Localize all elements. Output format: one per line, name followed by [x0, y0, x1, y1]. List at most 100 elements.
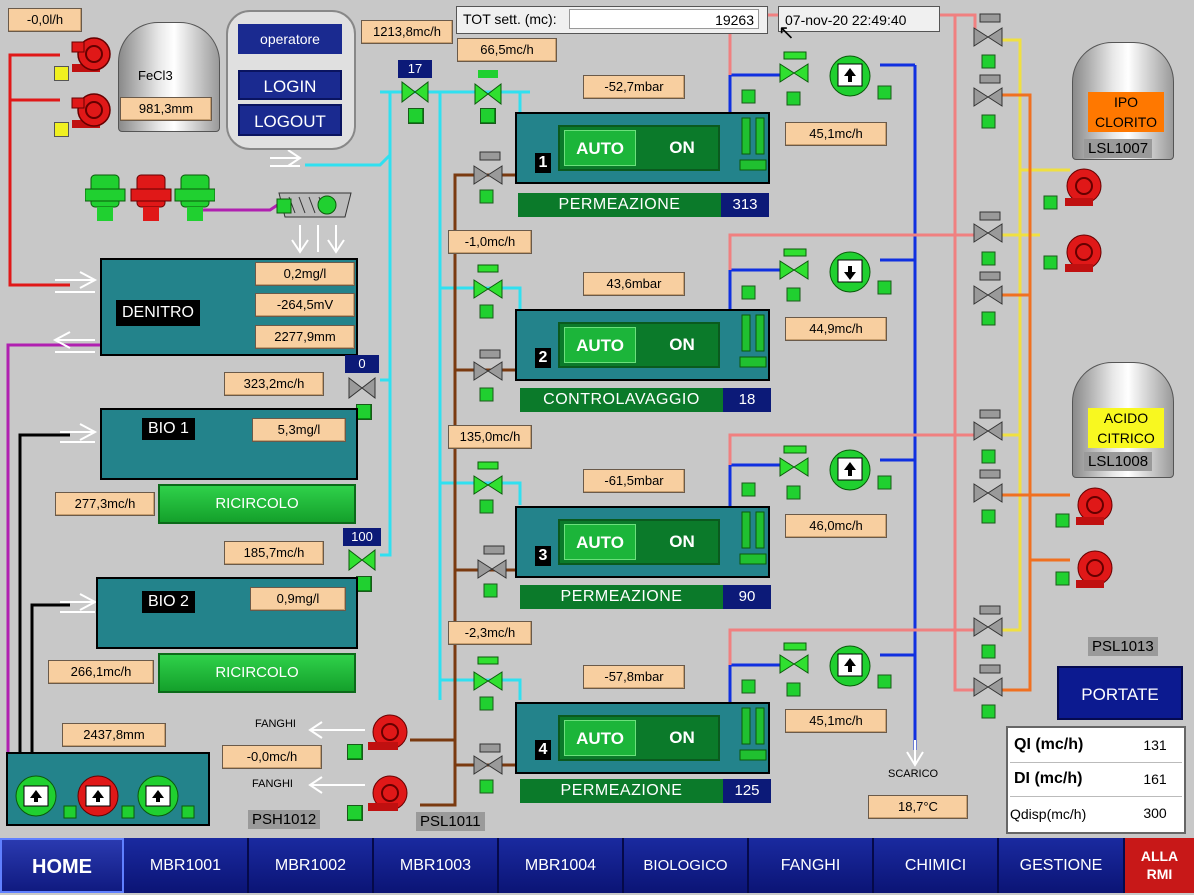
- mbr4-auto-button[interactable]: AUTO: [564, 720, 636, 756]
- bio1-value: 5,3mg/l: [252, 418, 346, 442]
- valve-main-percent: 17: [398, 60, 432, 78]
- mbr2-counter: 18: [723, 388, 771, 412]
- mbr3-pressure: -61,5mbar: [583, 469, 685, 493]
- denitro-value-3: 2277,9mm: [255, 325, 355, 349]
- alarm-label-line1: ALLA: [1140, 848, 1179, 864]
- denitro-valve-icon[interactable]: [347, 376, 377, 400]
- nav-mbr1003[interactable]: MBR1003: [374, 838, 499, 893]
- ipoclorito-label: IPO CLORITO: [1088, 92, 1164, 132]
- sludge-label-2: FANGHI: [252, 778, 293, 790]
- bio2-value: 0,9mg/l: [250, 587, 346, 611]
- mbr1-permeate-flow: 45,1mc/h: [785, 122, 887, 146]
- mbr1-on-state[interactable]: ON: [669, 138, 695, 157]
- nav-home[interactable]: HOME: [0, 838, 124, 893]
- fecl3-pump-1-status: [54, 66, 69, 81]
- sludge-pump-1-status: [347, 744, 363, 760]
- lsl1007-tag: LSL1007: [1084, 139, 1153, 158]
- fecl3-pump-2-status: [54, 122, 69, 137]
- qi-value: 131: [1143, 737, 1167, 753]
- mouse-cursor-icon: ↖: [778, 22, 795, 44]
- total-volume-panel: TOT sett. (mc): 19263: [456, 6, 768, 34]
- sludge-flow: -0,0mc/h: [222, 745, 322, 769]
- dosing-pumps-icon: [85, 165, 215, 225]
- valve-main-status: [408, 108, 424, 124]
- sludge-label-1: FANGHI: [255, 718, 296, 730]
- ipoclorito-label-line2: CLORITO: [1095, 114, 1157, 130]
- bio2-title: BIO 2: [142, 591, 195, 613]
- mbr4-pressure: -57,8mbar: [583, 665, 685, 689]
- sludge-pump-1-icon[interactable]: [366, 712, 412, 752]
- bio1-recirculation-button[interactable]: RICIRCOLO: [158, 484, 356, 524]
- fecl3-tank-label: FeCl3: [138, 68, 173, 83]
- mbr2-pressure: 43,6mbar: [583, 272, 685, 296]
- valve-inlet-status: [480, 108, 496, 124]
- mbr3-module[interactable]: [515, 506, 770, 578]
- nav-chimici[interactable]: CHIMICI: [874, 838, 999, 893]
- datetime-display: 07-nov-20 22:49:40: [778, 6, 940, 32]
- denitro-value-2: -264,5mV: [255, 293, 355, 317]
- mbr2-phase: CONTROLAVAGGIO: [520, 388, 723, 412]
- mbr2-permeate-flow: 44,9mc/h: [785, 317, 887, 341]
- nav-fanghi[interactable]: FANGHI: [749, 838, 874, 893]
- mbr3-backwash-flow: -2,3mc/h: [448, 621, 532, 645]
- valve-inlet-icon[interactable]: [473, 70, 503, 106]
- total-volume-value: 19263: [569, 9, 759, 29]
- acido-citrico-label: ACIDO CITRICO: [1088, 408, 1164, 448]
- bio1-line-flow: 185,7mc/h: [224, 541, 324, 565]
- logout-button[interactable]: LOGOUT: [238, 104, 342, 136]
- mbr2-on-state[interactable]: ON: [669, 335, 695, 354]
- bio2-flow: 266,1mc/h: [48, 660, 154, 684]
- mbr4-number: 4: [535, 740, 551, 760]
- denitro-flow: 323,2mc/h: [224, 372, 324, 396]
- ipoclorito-label-line1: IPO: [1113, 94, 1139, 110]
- qi-label: QI (mc/h): [1014, 736, 1084, 753]
- alarm-button[interactable]: ALLA RMI: [1125, 838, 1194, 893]
- di-label: DI (mc/h): [1014, 770, 1083, 787]
- fecl3-flow: -0,0l/h: [8, 8, 82, 32]
- mbr2-number: 2: [535, 348, 551, 368]
- denitro-value-1: 0,2mg/l: [255, 262, 355, 286]
- valve-main-icon[interactable]: [400, 80, 430, 104]
- portate-button[interactable]: PORTATE: [1057, 666, 1183, 720]
- mbr3-counter: 90: [723, 585, 771, 609]
- sludge-pump-2-icon[interactable]: [366, 773, 412, 813]
- pit-level: 2437,8mm: [62, 723, 166, 747]
- mbr3-auto-button[interactable]: AUTO: [564, 524, 636, 560]
- psl1013-tag: PSL1013: [1088, 637, 1158, 656]
- mbr1-number: 1: [535, 153, 551, 173]
- mbr4-phase: PERMEAZIONE: [520, 779, 723, 803]
- screw-screen-icon[interactable]: [275, 185, 355, 225]
- total-volume-label: TOT sett. (mc):: [463, 11, 557, 27]
- nav-mbr1002[interactable]: MBR1002: [249, 838, 374, 893]
- mbr4-counter: 125: [723, 779, 771, 803]
- mbr1-module[interactable]: [515, 112, 770, 184]
- acido-citrico-label-line1: ACIDO: [1103, 410, 1149, 426]
- pit-pumps-icon[interactable]: [12, 770, 202, 822]
- nav-mbr1001[interactable]: MBR1001: [124, 838, 249, 893]
- nav-gestione[interactable]: GESTIONE: [999, 838, 1125, 893]
- fecl3-pump-1-icon[interactable]: [68, 36, 116, 74]
- psl1011-tag: PSL1011: [416, 812, 485, 831]
- mbr4-on-state[interactable]: ON: [669, 728, 695, 747]
- lsl1008-tag: LSL1008: [1084, 452, 1153, 471]
- nav-mbr1004[interactable]: MBR1004: [499, 838, 624, 893]
- flow-summary-table: QI (mc/h) 131 DI (mc/h) 161 Qdisp(mc/h) …: [1006, 726, 1186, 834]
- login-button[interactable]: LOGIN: [238, 70, 342, 100]
- mbr2-backwash-flow: 135,0mc/h: [448, 425, 532, 449]
- qdisp-value: 300: [1143, 805, 1167, 821]
- mbr2-auto-button[interactable]: AUTO: [564, 327, 636, 363]
- mbr1-auto-button[interactable]: AUTO: [564, 130, 636, 166]
- fecl3-pump-2-icon[interactable]: [68, 92, 116, 130]
- bio2-tank: BIO 2: [96, 577, 358, 649]
- mbr1-counter: 313: [721, 193, 769, 217]
- inflow-main: 1213,8mc/h: [361, 20, 453, 44]
- bio2-recirculation-button[interactable]: RICIRCOLO: [158, 653, 356, 693]
- mbr3-on-state[interactable]: ON: [669, 532, 695, 551]
- nav-biologico[interactable]: BIOLOGICO: [624, 838, 749, 893]
- qdisp-label: Qdisp(mc/h): [1010, 806, 1087, 822]
- di-value: 161: [1143, 771, 1167, 787]
- denitro-valve-percent: 0: [345, 355, 379, 373]
- denitro-title: DENITRO: [116, 300, 200, 326]
- bio1-valve-icon[interactable]: [347, 548, 377, 572]
- bio1-valve-percent: 100: [343, 528, 381, 546]
